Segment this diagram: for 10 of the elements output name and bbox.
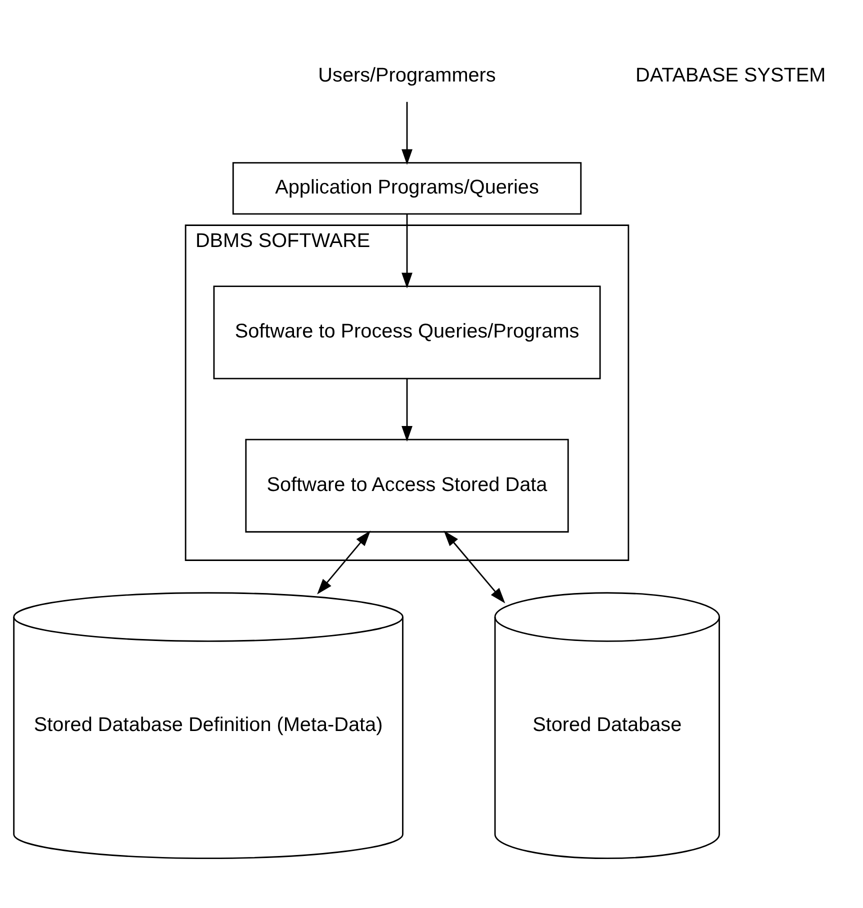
- arrow: [402, 378, 412, 442]
- arrow: [317, 530, 371, 594]
- arrow: [402, 214, 412, 288]
- node-box: Software to Process Queries/Programs: [213, 285, 601, 379]
- node-box: Application Programs/Queries: [232, 162, 582, 214]
- node-text: Users/Programmers: [318, 64, 496, 86]
- node-box: Software to Access Stored Data: [245, 438, 569, 532]
- label: DATABASE SYSTEM: [636, 64, 826, 86]
- arrow: [444, 530, 506, 603]
- arrow: [402, 101, 412, 164]
